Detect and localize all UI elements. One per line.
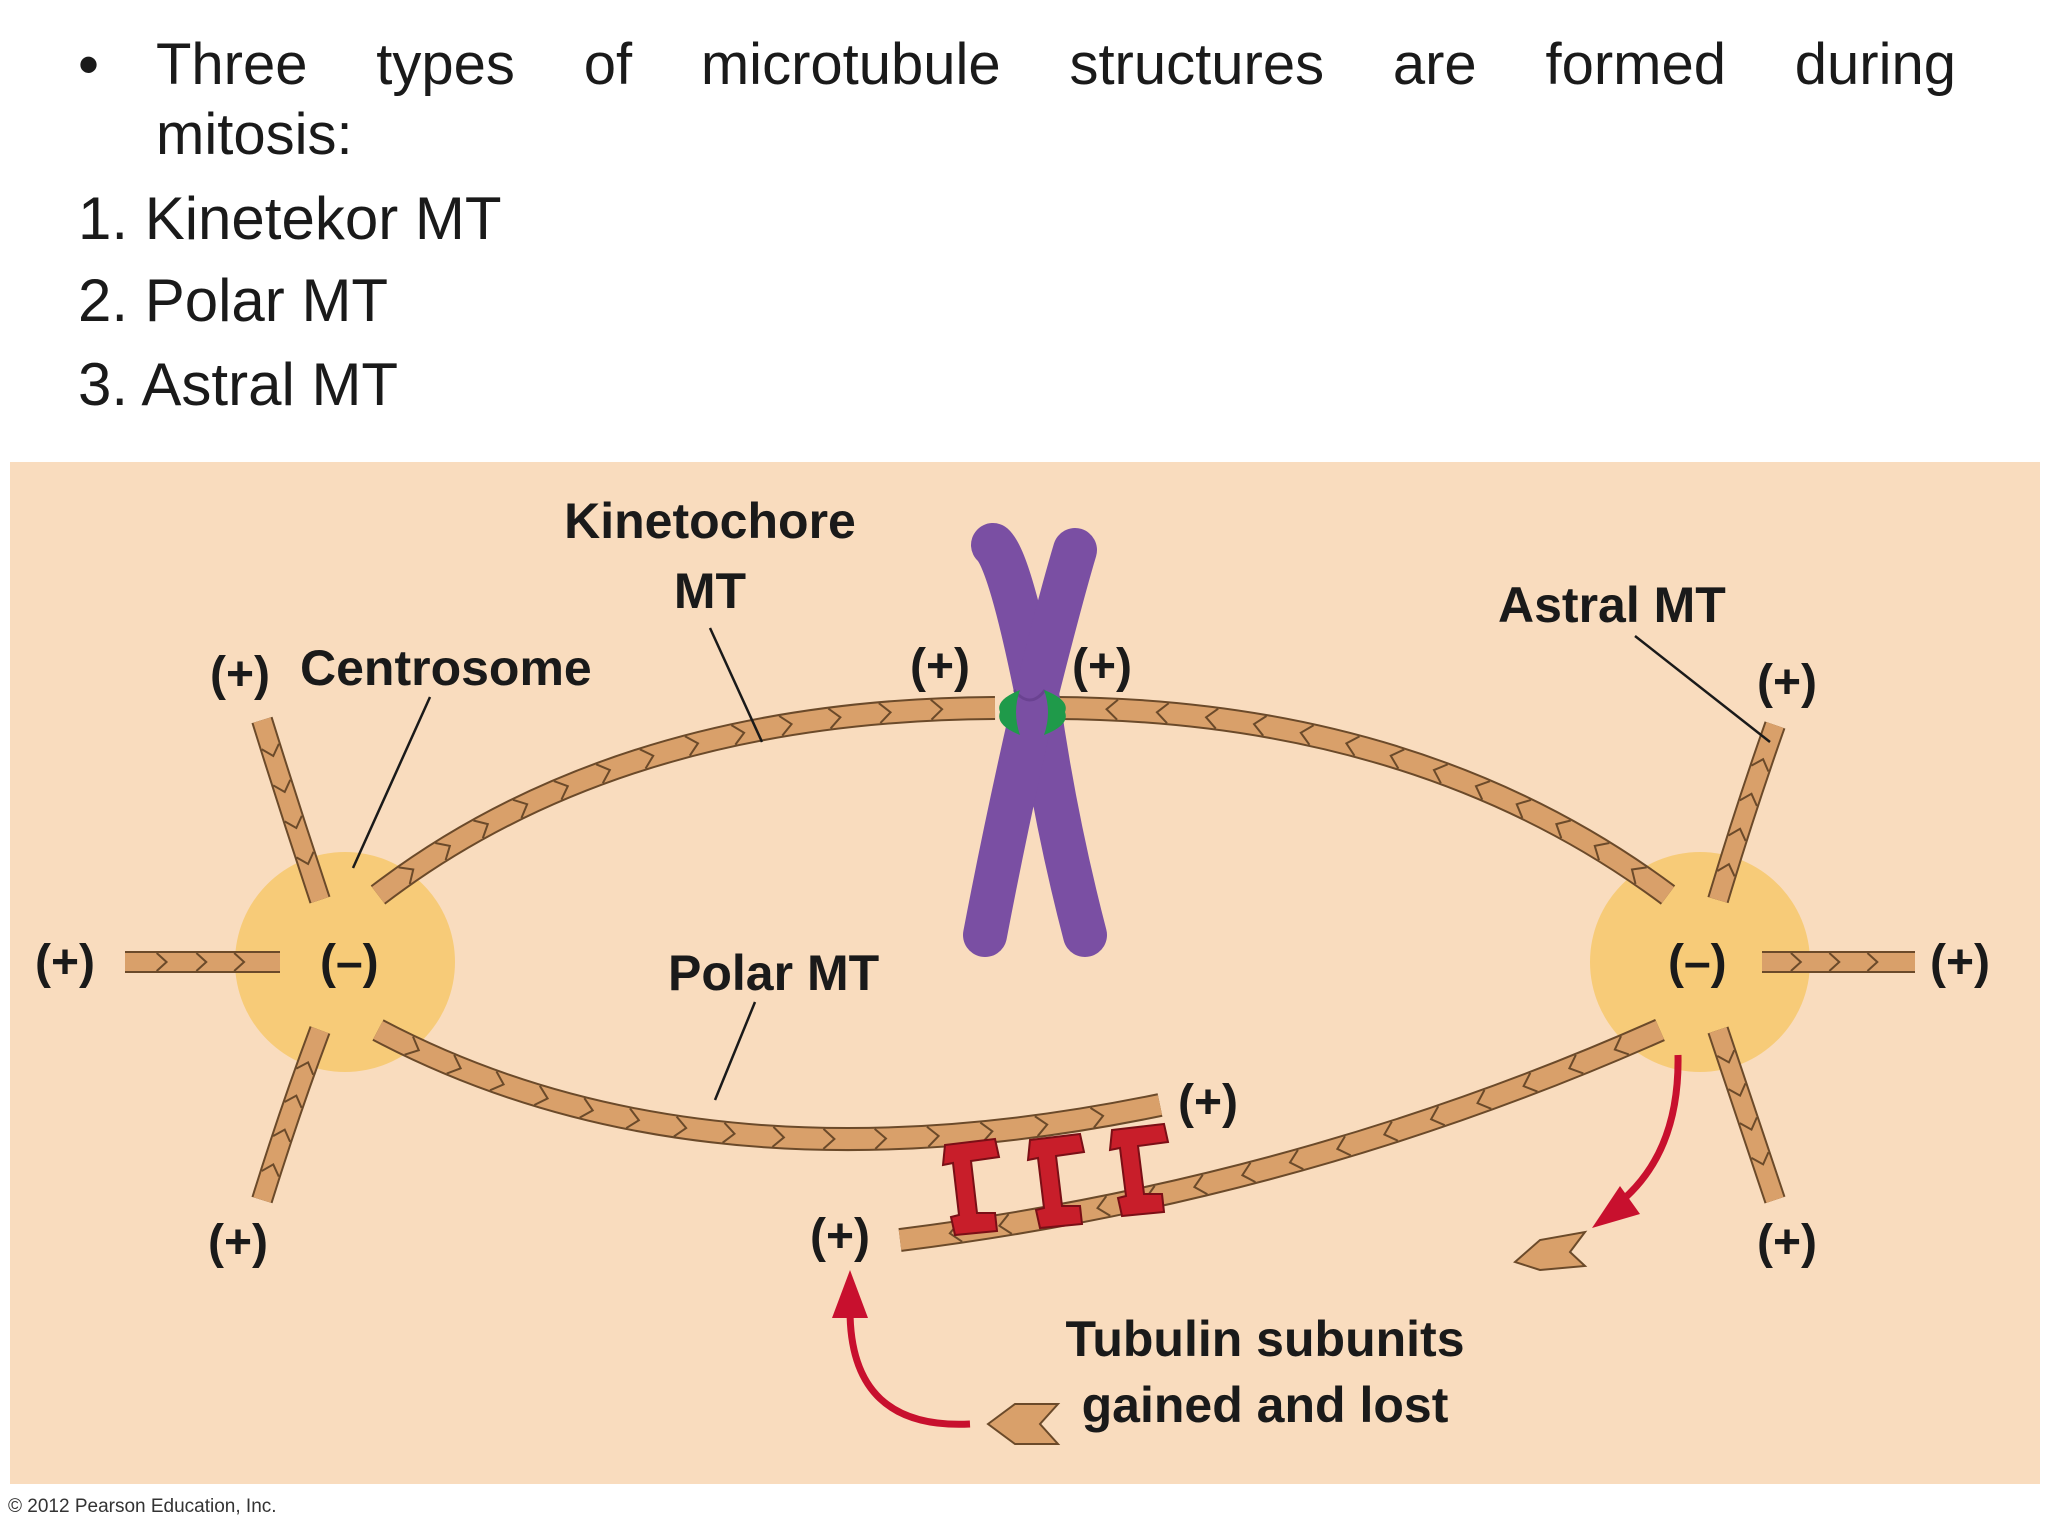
microtubule-layer — [125, 696, 1915, 1252]
plus-polar-upper: (+) — [1178, 1076, 1238, 1129]
kinetochore-left — [999, 690, 1020, 735]
label-kinetochore-line1: Kinetochore — [564, 493, 856, 549]
bullet-marker: • — [78, 31, 100, 98]
minus-right-centrosome: (–) — [1668, 936, 1727, 989]
astral-mt-lower-left — [251, 1026, 331, 1204]
astral-mt-upper-right — [1707, 721, 1786, 904]
kinetochore-mt-left — [370, 696, 996, 905]
bullet-text-line2: mitosis: — [156, 102, 353, 167]
label-tubulin-line1: Tubulin subunits — [1066, 1311, 1465, 1367]
leader-lines — [351, 627, 1771, 1101]
astral-mt-upper-left — [251, 716, 331, 904]
plus-lower-right-aster: (+) — [1757, 1216, 1817, 1269]
left-centrosome — [235, 852, 455, 1072]
list-item-kinetochore: 1. Kinetekor MT — [78, 185, 502, 252]
plus-left-kinetochore: (+) — [910, 640, 970, 693]
label-kinetochore-line2: MT — [674, 563, 746, 619]
chromosome — [963, 523, 1107, 957]
plus-right-kinetochore: (+) — [1072, 640, 1132, 693]
polar-mt-left — [372, 1019, 1163, 1152]
bullet-text: Three types of microtubule structures ar… — [156, 30, 1956, 170]
motor-proteins — [941, 1122, 1170, 1237]
astral-mt-right — [1762, 950, 1915, 974]
tubulin-gain-arrow — [846, 1309, 971, 1428]
free-tubulin-subunit — [986, 1403, 1061, 1445]
minus-left-centrosome: (–) — [320, 936, 379, 989]
label-polar: Polar MT — [668, 945, 879, 1001]
label-astral: Astral MT — [1498, 577, 1726, 633]
astral-mt-left — [125, 950, 280, 974]
lost-tubulin-subunit — [1513, 1230, 1588, 1272]
tubulin-loss-arrowhead — [1592, 1186, 1640, 1228]
label-tubulin-line2: gained and lost — [1082, 1377, 1449, 1433]
tubulin-gain-arrowhead — [832, 1270, 868, 1318]
plus-lower-left-aster: (+) — [208, 1216, 268, 1269]
copyright-notice: © 2012 Pearson Education, Inc. — [8, 1496, 277, 1517]
plus-polar-lower: (+) — [810, 1210, 870, 1263]
kinetochore-right — [1044, 690, 1066, 735]
list-item-astral: 3. Astral MT — [78, 351, 399, 418]
plus-upper-left-aster: (+) — [210, 648, 270, 701]
list-item-polar: 2. Polar MT — [78, 267, 389, 334]
plus-upper-right-aster: (+) — [1757, 656, 1817, 709]
label-centrosome: Centrosome — [300, 640, 592, 696]
plus-left-aster: (+) — [35, 936, 95, 989]
right-centrosome — [1590, 852, 1810, 1072]
bullet-text-line1: Three types of microtubule structures ar… — [156, 32, 1956, 97]
plus-right-aster: (+) — [1930, 936, 1990, 989]
astral-mt-lower-right — [1707, 1026, 1786, 1204]
kinetochore-mt-right — [1054, 696, 1676, 905]
